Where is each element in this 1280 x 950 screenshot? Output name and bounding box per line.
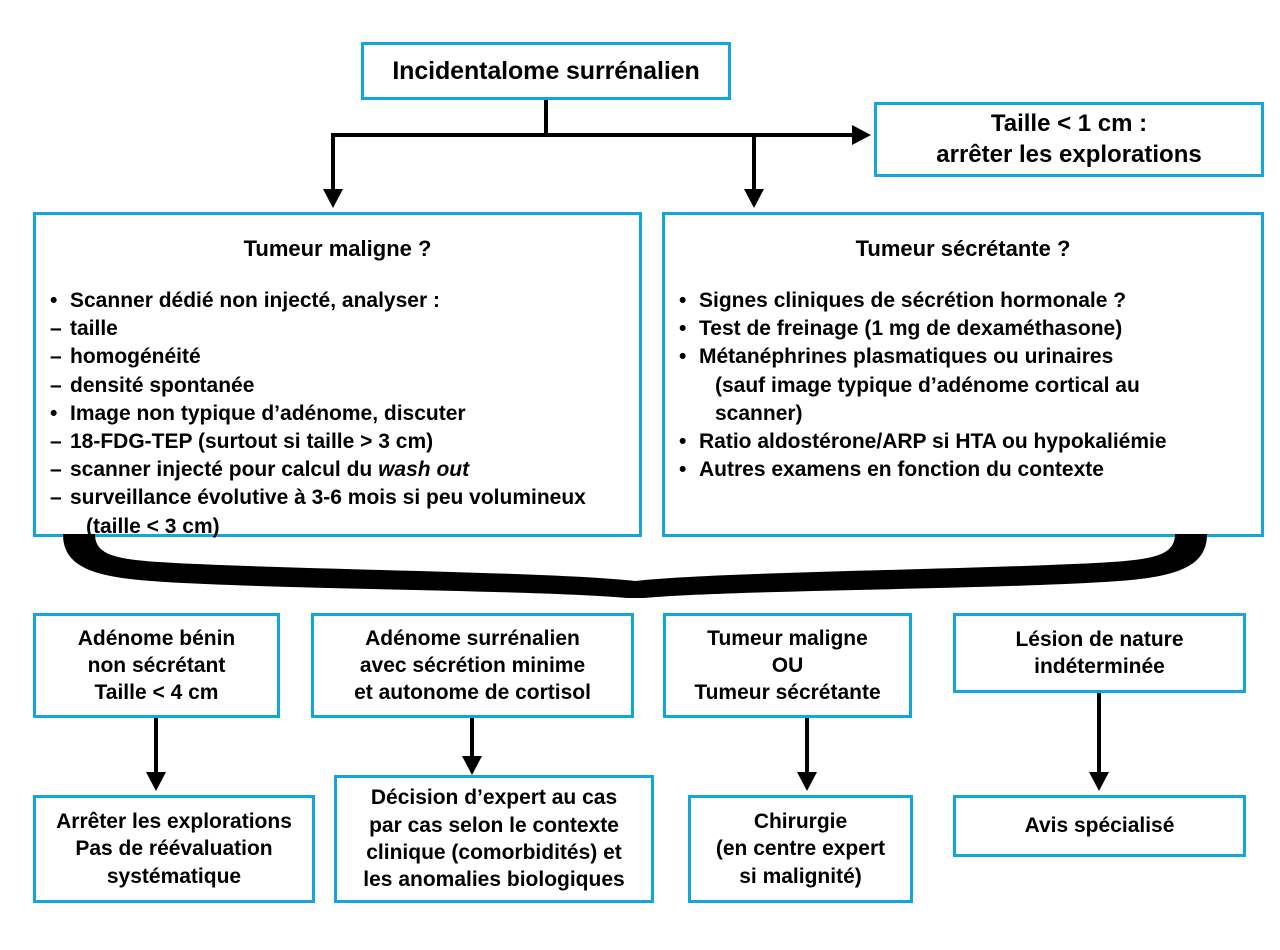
connector-branch-left [331,133,335,190]
panel-list-item: • Test de freinage (1 mg de dexaméthasone… [679,315,1251,343]
arrowhead-to-malignancy-panel [323,189,343,208]
connector-branch-right [752,133,756,190]
panel-list-item: • Ratio aldostérone/ARP si HTA ou hypokal… [679,428,1251,456]
panel-list-item: –homogénéité [50,343,629,371]
panel-list-item-text: 18-FDG-TEP (surtout si taille > 3 cm) [70,430,434,453]
bullet-marker: • [50,288,58,312]
panel-list-item: –18-FDG-TEP (surtout si taille > 3 cm) [50,428,629,456]
panel-list-item: scanner) [679,400,1251,428]
dash-marker: – [50,373,62,397]
connector-benign-adenoma [154,718,158,774]
dash-marker: – [50,486,62,510]
panel-list-item-text: Autres examens en fonction du contexte [699,458,1104,482]
panel-list-item-text: (taille < 3 cm) [86,514,220,538]
panel-list-item-text: surveillance évolutive à 3-6 mois si peu… [70,486,586,510]
bullet-marker: • [679,345,687,369]
bullet-marker: • [679,288,687,312]
panel-list-item-text: Ratio aldostérone/ARP si HTA ou hypokali… [699,430,1167,453]
connector-mild-autonomous-cortisol [470,718,474,758]
panel-list-item: • Scanner dédié non injecté, analyser : [50,287,629,315]
panel-list-item-text: scanner injecté pour calcul du [70,458,379,482]
arrowhead-benign-adenoma [146,772,166,791]
panel-list-item-text: densité spontanée [70,373,255,397]
size-shortcut-line-1: Taille < 1 cm : [990,109,1148,137]
panel-malignancy-header: Tumeur maligne ? [243,236,432,261]
panel-list-item: –densité spontanée [50,372,629,400]
connector-root-stem [544,100,548,137]
panel-list-item: • Image non typique d’adénome, discuter [50,400,629,428]
size-shortcut-line-2: arrêter les explorations [936,140,1202,168]
panel-list-item: –surveillance évolutive à 3-6 mois si pe… [50,484,629,512]
panel-list-item: (sauf image typique d’adénome cortical a… [679,372,1251,400]
action-label-specialist-advice: Avis spécialisé [1024,814,1175,838]
panel-list-item-text: Test de freinage (1 mg de dexaméthasone) [699,317,1123,341]
arrowhead-malignant-or-secreting [797,772,817,791]
panel-list-item-text: Image non typique d’adénome, discuter [70,401,466,425]
bullet-marker: • [50,401,58,425]
arrowhead-to-secretion-panel [744,189,764,208]
panel-list-item-text: (sauf image typique d’adénome cortical a… [715,373,1140,397]
dash-marker: – [50,345,62,369]
arrowhead-to-size-shortcut [852,125,871,145]
dash-marker: – [50,458,62,482]
bullet-marker: • [679,458,687,482]
node-root-incidentaloma: Incidentalome surrénalien [361,42,731,100]
arrowhead-indeterminate-lesion [1089,772,1109,791]
panel-list-item: –scanner injecté pour calcul du wash out [50,456,629,484]
dash-marker: – [50,317,62,341]
connector-malignant-or-secreting [805,718,809,774]
panel-list-item-text: Signes cliniques de sécrétion hormonale … [699,288,1127,312]
panel-list-item: • Métanéphrines plasmatiques ou urinaires [679,343,1251,371]
panel-list-item-text: Métanéphrines plasmatiques ou urinaires [699,345,1114,369]
panel-malignancy-list: •Scanner dédié non injecté, analyser :–t… [36,287,639,541]
connector-top-bus [331,133,866,137]
panel-list-item: (taille < 3 cm) [50,513,629,541]
panel-secretion-header: Tumeur sécrétante ? [855,236,1071,261]
panel-list-item-text: scanner) [715,401,803,425]
node-action-specialist-advice: Avis spécialisé [953,795,1246,857]
panel-list-item-text: taille [70,317,118,341]
connector-indeterminate-lesion [1097,693,1101,774]
bullet-marker: • [679,317,687,341]
panel-list-item: • Signes cliniques de sécrétion hormonale… [679,287,1251,315]
dash-marker: – [50,430,62,453]
panel-secretion-list: • Signes cliniques de sécrétion hormonale… [665,287,1261,485]
panel-list-item: • Autres examens en fonction du contexte [679,456,1251,484]
panel-list-item-emphasis: wash out [378,458,470,482]
panel-list-item-text: homogénéité [70,345,201,369]
node-root-label: Incidentalome surrénalien [392,56,700,85]
convergence-funnel [63,534,1207,598]
panel-secretion: Tumeur sécrétante ? • Signes cliniques de… [662,212,1264,537]
panel-malignancy: Tumeur maligne ? • Scanner dédié non inje… [33,212,642,538]
bullet-marker: • [679,430,687,453]
arrowhead-mild-autonomous-cortisol [462,756,482,775]
panel-list-item: –taille [50,315,629,343]
node-size-shortcut: Taille < 1 cm : arrêter les explorations [874,102,1264,177]
panel-list-item-text: Scanner dédié non injecté, analyser : [70,288,440,312]
